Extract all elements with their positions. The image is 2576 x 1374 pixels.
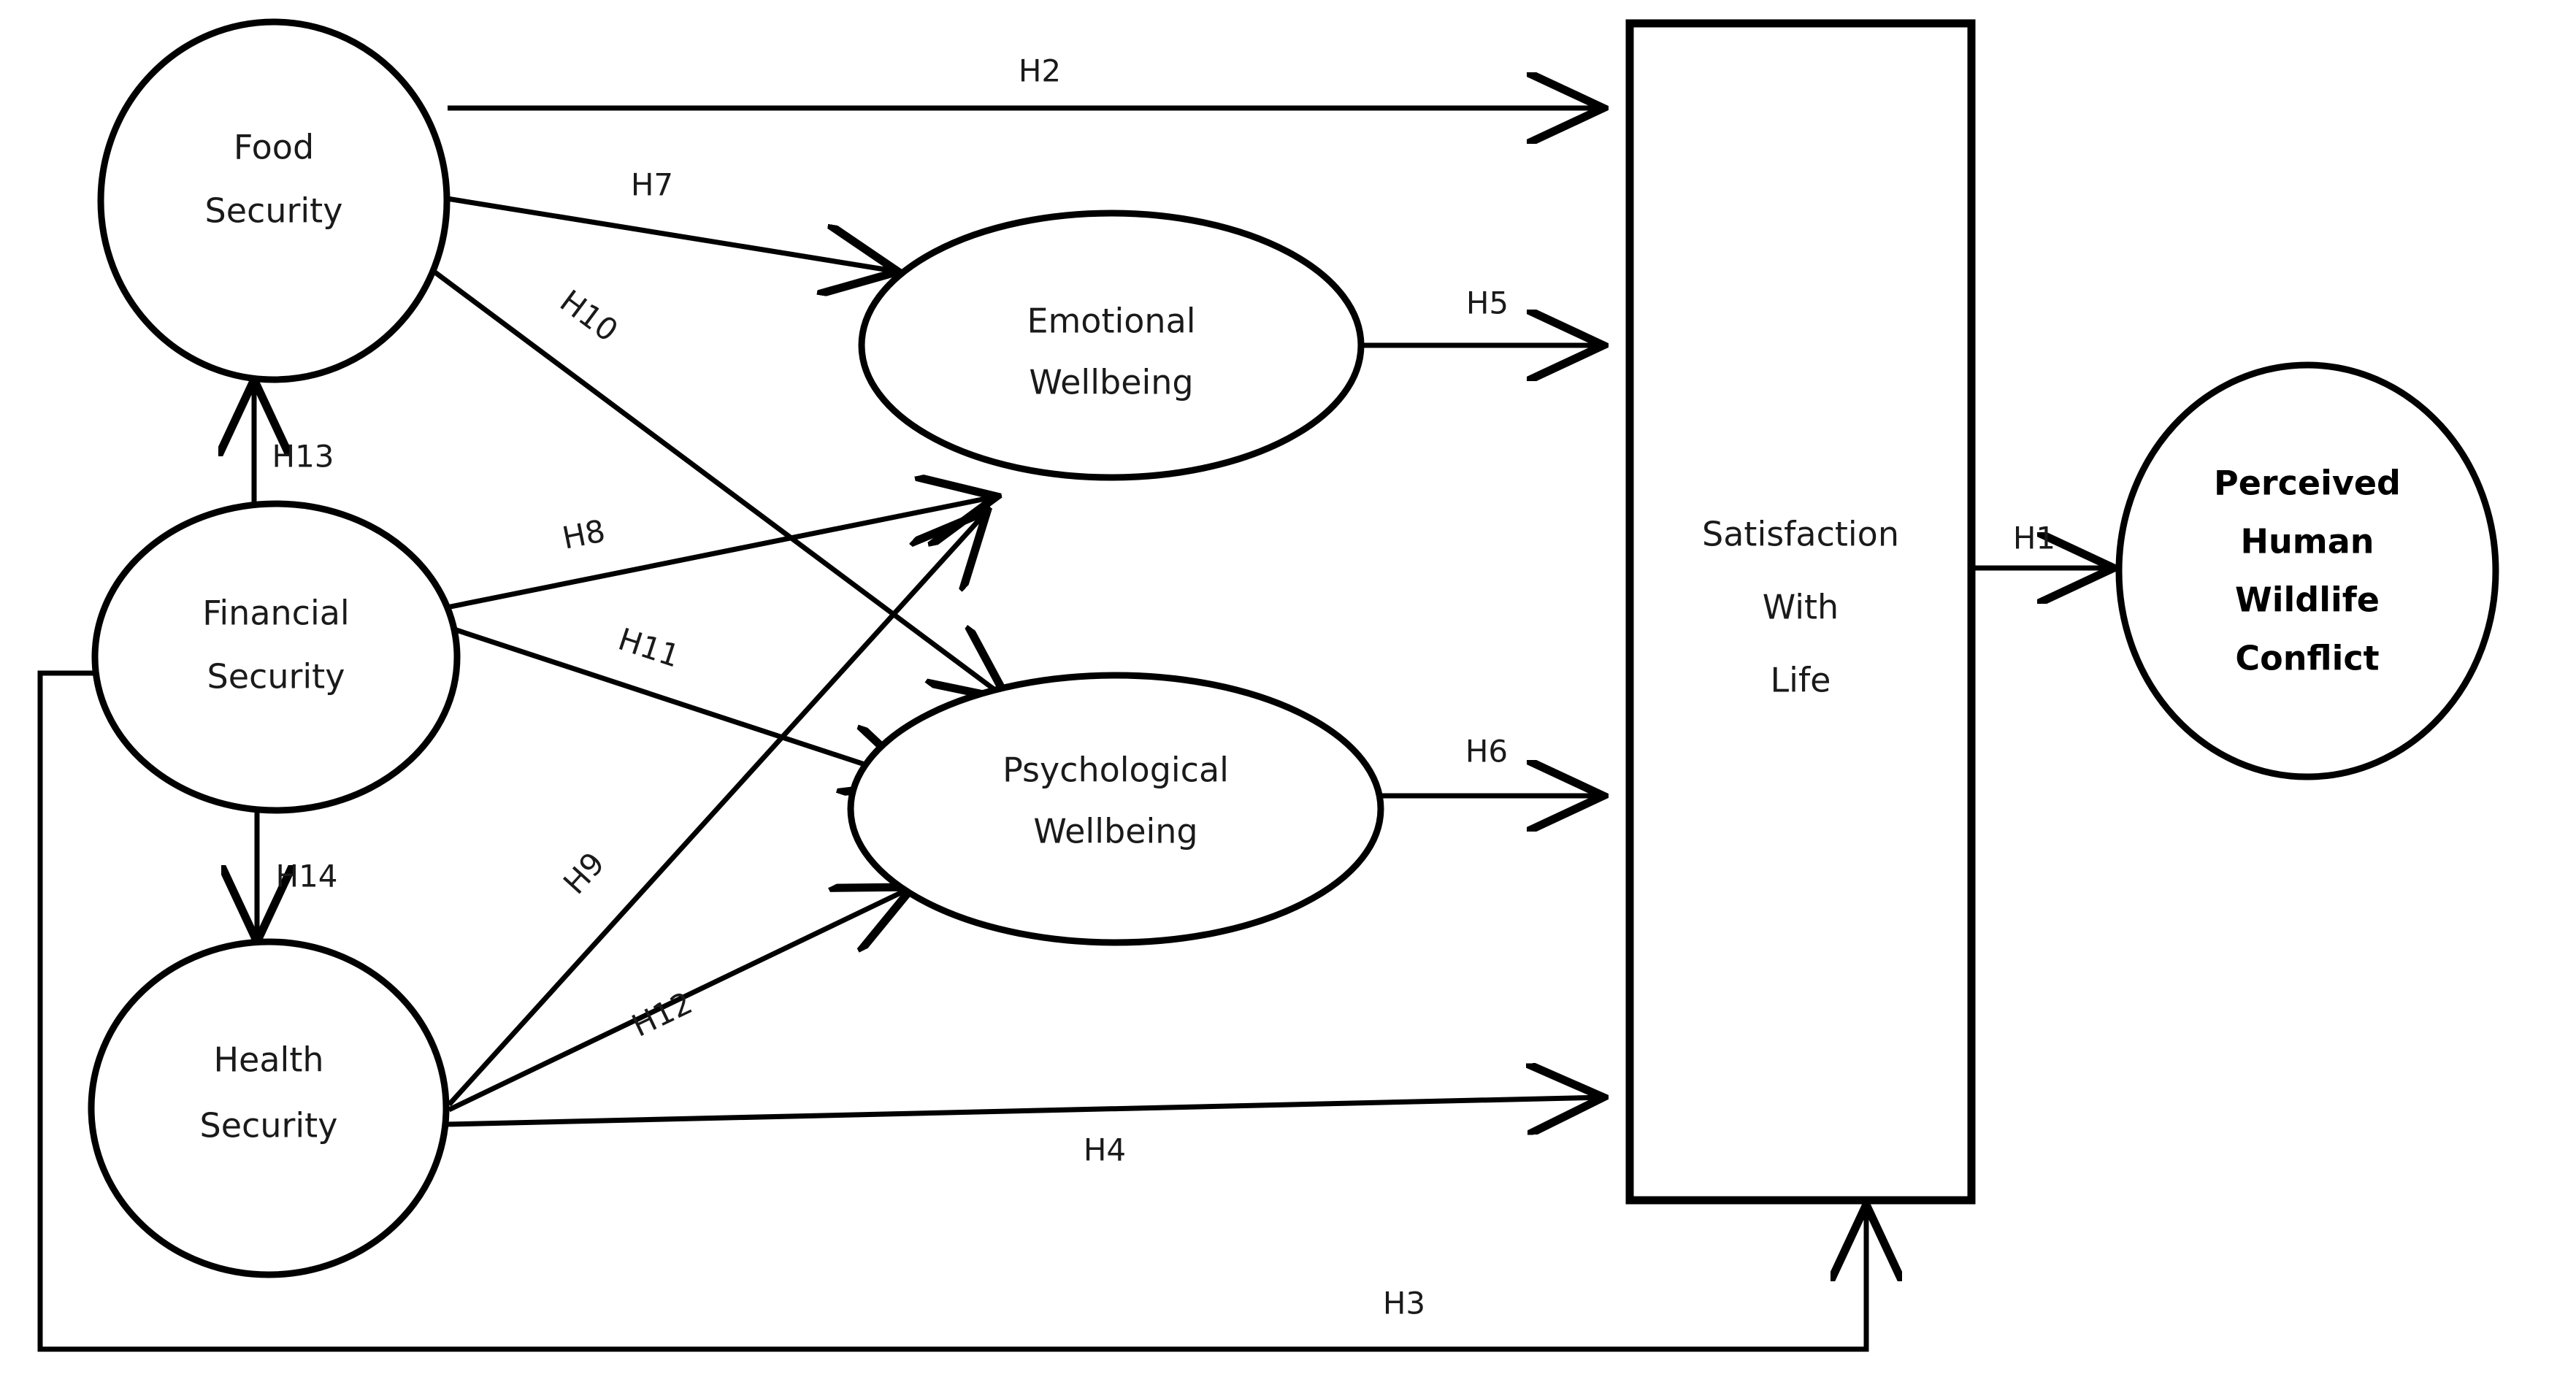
food-security-label-line2: Security <box>205 191 343 231</box>
satisfaction-with-life-label-line1: Satisfaction <box>1702 515 1899 554</box>
edge-h1: H1 <box>1974 521 2114 569</box>
node-perceived-human-wildlife-conflict[interactable]: Perceived Human Wildlife Conflict <box>2115 361 2499 780</box>
edge-h6-label: H6 <box>1465 734 1508 769</box>
edge-h3-label: H3 <box>1383 1286 1425 1321</box>
edge-h5: H5 <box>1360 285 1603 346</box>
financial-security-circle[interactable] <box>91 500 461 814</box>
edge-h4-line <box>446 1097 1603 1124</box>
psychological-wellbeing-label-line1: Psychological <box>1003 751 1229 790</box>
food-security-label-line1: Food <box>234 128 314 167</box>
edge-h8: H8 <box>446 496 997 610</box>
edge-h3-line <box>37 670 1866 1352</box>
edge-h6: H6 <box>1380 734 1603 797</box>
edge-h10-label: H10 <box>553 283 624 349</box>
edge-h11-line <box>453 626 920 783</box>
edge-h5-label: H5 <box>1466 285 1509 321</box>
edge-h13: H13 <box>254 380 334 504</box>
edge-h11: H11 <box>453 621 920 783</box>
edge-h7-label: H7 <box>631 167 673 203</box>
node-financial-security[interactable]: Financial Security <box>91 500 461 814</box>
psychological-wellbeing-label-line2: Wellbeing <box>1033 812 1197 851</box>
edge-h2-label: H2 <box>1019 53 1061 89</box>
food-security-circle[interactable] <box>97 18 451 383</box>
satisfaction-with-life-rect[interactable] <box>1625 19 1976 1205</box>
emotional-wellbeing-label-line1: Emotional <box>1027 302 1195 341</box>
perceived-human-wildlife-conflict-circle[interactable] <box>2115 361 2499 780</box>
node-psychological-wellbeing[interactable]: Psychological Wellbeing <box>847 672 1384 946</box>
edge-h4-label: H4 <box>1084 1132 1126 1168</box>
edge-h10-line <box>410 253 1008 699</box>
node-emotional-wellbeing[interactable]: Emotional Wellbeing <box>858 210 1365 481</box>
edge-h11-label: H11 <box>614 621 684 675</box>
edge-h7-line <box>437 194 898 272</box>
edge-h2: H2 <box>448 53 1603 109</box>
edge-h9-line <box>447 511 987 1107</box>
psychological-wellbeing-ellipse[interactable] <box>847 672 1384 946</box>
phwc-label-line1: Perceived <box>2214 464 2401 503</box>
edge-h12-line <box>448 887 913 1113</box>
phwc-label-line4: Conflict <box>2235 639 2379 678</box>
financial-security-label-line1: Financial <box>202 594 349 633</box>
health-security-label-line1: Health <box>213 1040 323 1080</box>
satisfaction-with-life-label-line3: Life <box>1771 661 1831 700</box>
node-satisfaction-with-life[interactable]: Satisfaction With Life <box>1625 19 1976 1205</box>
phwc-label-line2: Human <box>2241 522 2374 561</box>
financial-security-label-line2: Security <box>207 657 345 696</box>
edge-h8-line <box>446 496 997 610</box>
edge-h14: H14 <box>257 810 338 942</box>
node-health-security[interactable]: Health Security <box>88 938 450 1278</box>
satisfaction-with-life-label-line2: With <box>1763 588 1839 627</box>
emotional-wellbeing-ellipse[interactable] <box>858 210 1365 481</box>
edge-h3: H3 <box>37 670 1866 1352</box>
node-food-security[interactable]: Food Security <box>97 18 451 383</box>
edge-h7: H7 <box>437 167 898 272</box>
edge-h8-label: H8 <box>559 513 608 556</box>
edge-h9-label: H9 <box>556 845 611 901</box>
health-security-circle[interactable] <box>88 938 450 1278</box>
edge-h4: H4 <box>446 1097 1603 1168</box>
edge-h12: H12 <box>448 887 913 1113</box>
emotional-wellbeing-label-line2: Wellbeing <box>1029 363 1193 402</box>
health-security-label-line2: Security <box>200 1106 338 1145</box>
phwc-label-line3: Wildlife <box>2235 580 2380 620</box>
edge-h13-label: H13 <box>272 439 334 475</box>
edge-h1-label: H1 <box>2013 521 2055 556</box>
edge-h14-label: H14 <box>275 859 337 894</box>
